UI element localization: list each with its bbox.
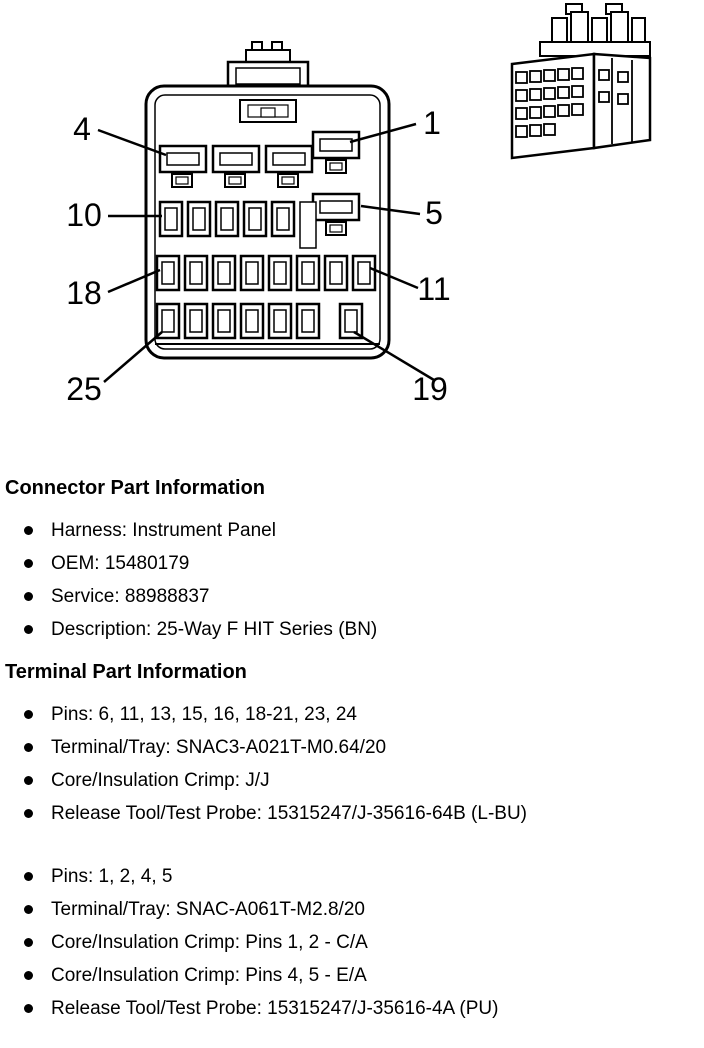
isometric-side-detail [598, 58, 633, 144]
list-item: Pins: 6, 11, 13, 15, 16, 18-21, 23, 24 [0, 698, 704, 731]
pin-cavity [214, 200, 240, 238]
bullet-icon [24, 905, 33, 914]
list-item-text: Core/Insulation Crimp: J/J [51, 769, 270, 791]
pin-cavity [338, 302, 364, 340]
pin-label-4: 4 [73, 111, 91, 147]
terminal-info-list-2: Pins: 1, 2, 4, 5 Terminal/Tray: SNAC-A06… [0, 860, 704, 1025]
bullet-icon [24, 938, 33, 947]
list-item: Release Tool/Test Probe: 15315247/J-3561… [0, 992, 704, 1025]
connector-lock-slot [239, 99, 297, 123]
leader-lines [97, 122, 435, 383]
pin-cavity [239, 254, 265, 292]
list-item-text: Terminal/Tray: SNAC-A061T-M2.8/20 [51, 898, 365, 920]
pin-cavity [183, 302, 209, 340]
list-item-text: Pins: 1, 2, 4, 5 [51, 865, 173, 887]
list-item: Core/Insulation Crimp: J/J [0, 764, 704, 797]
bullet-icon [24, 971, 33, 980]
pin-cavity [242, 200, 268, 238]
isometric-terminal-grid [515, 67, 584, 138]
leader-line-19 [353, 330, 435, 382]
pin-label-1: 1 [423, 105, 441, 141]
leader-line-5 [360, 204, 421, 216]
leader-line-1 [349, 122, 417, 144]
pin-cavity [295, 254, 321, 292]
pin-cavity [295, 302, 321, 340]
section-heading-connector-part-info: Connector Part Information [5, 477, 266, 499]
bullet-icon [24, 776, 33, 785]
small-cavity-row-2 [158, 200, 317, 249]
leader-line-11 [369, 266, 419, 290]
bullet-icon [24, 743, 33, 752]
pin-label-5: 5 [425, 195, 443, 231]
leader-line-25 [103, 331, 163, 383]
pin-label-25: 25 [66, 371, 102, 407]
bullet-icon [24, 710, 33, 719]
section-heading-terminal-part-info: Terminal Part Information [5, 661, 247, 683]
list-item: Harness: Instrument Panel [0, 514, 704, 547]
pin-cavity [211, 302, 237, 340]
list-item-text: OEM: 15480179 [51, 552, 190, 574]
list-item-text: Release Tool/Test Probe: 15315247/J-3561… [51, 802, 527, 824]
list-item: Terminal/Tray: SNAC3-A021T-M0.64/20 [0, 731, 704, 764]
bullet-icon [24, 559, 33, 568]
list-item: Pins: 1, 2, 4, 5 [0, 860, 704, 893]
pin-cavity [158, 144, 208, 174]
pin-cavity [267, 254, 293, 292]
pin-cavity [183, 254, 209, 292]
bullet-icon [24, 809, 33, 818]
connector-isometric-view [510, 3, 652, 160]
list-item-text: Description: 25-Way F HIT Series (BN) [51, 618, 378, 640]
list-item: Service: 88988837 [0, 580, 704, 613]
pin-cavity [264, 144, 314, 174]
list-item: Core/Insulation Crimp: Pins 4, 5 - E/A [0, 959, 704, 992]
pin-cavity [211, 254, 237, 292]
bullet-icon [24, 872, 33, 881]
list-item: Terminal/Tray: SNAC-A061T-M2.8/20 [0, 893, 704, 926]
pin-cavity [158, 200, 184, 238]
list-item-text: Service: 88988837 [51, 585, 210, 607]
leader-line-4 [97, 128, 167, 157]
pin-cavity [155, 254, 181, 292]
part-information: Connector Part Information Harness: Inst… [0, 476, 704, 1025]
connector-info-list: Harness: Instrument Panel OEM: 15480179 … [0, 514, 704, 646]
list-item-text: Release Tool/Test Probe: 15315247/J-3561… [51, 997, 499, 1019]
list-item-text: Core/Insulation Crimp: Pins 4, 5 - E/A [51, 964, 367, 986]
pin-cavity [351, 254, 377, 292]
bullet-icon [24, 592, 33, 601]
list-item-text: Core/Insulation Crimp: Pins 1, 2 - C/A [51, 931, 368, 953]
pin-label-11: 11 [417, 271, 450, 307]
connector-diagram-svg: 4 1 10 5 18 11 25 19 [66, 3, 652, 407]
pin-cavity [323, 254, 349, 292]
connector-body-inner-outline [154, 94, 381, 350]
pin-label-19: 19 [412, 371, 448, 407]
cavity-tab [277, 173, 299, 188]
pin-cavity [186, 200, 212, 238]
pin-cavity [239, 302, 265, 340]
pin-labels: 4 1 10 5 18 11 25 19 [66, 105, 450, 407]
cavity-tab [224, 173, 246, 188]
pin-cavity [211, 144, 261, 174]
bullet-icon [24, 625, 33, 634]
bullet-icon [24, 526, 33, 535]
blank-slot [299, 201, 317, 249]
large-cavity-row [158, 144, 314, 188]
connector-face-view: 4 1 10 5 18 11 25 19 [66, 41, 451, 407]
bullet-icon [24, 1004, 33, 1013]
list-item-text: Harness: Instrument Panel [51, 519, 276, 541]
list-item: Description: 25-Way F HIT Series (BN) [0, 613, 704, 646]
leader-line-18 [107, 268, 161, 294]
list-item-text: Terminal/Tray: SNAC3-A021T-M0.64/20 [51, 736, 387, 758]
pin-cavity [270, 200, 296, 238]
pin-label-10: 10 [66, 197, 102, 233]
list-item-text: Pins: 6, 11, 13, 15, 16, 18-21, 23, 24 [51, 703, 357, 725]
list-item: Core/Insulation Crimp: Pins 1, 2 - C/A [0, 926, 704, 959]
terminal-info-list-1: Pins: 6, 11, 13, 15, 16, 18-21, 23, 24 T… [0, 698, 704, 830]
pin-label-18: 18 [66, 275, 102, 311]
list-item: OEM: 15480179 [0, 547, 704, 580]
connector-latch [226, 41, 310, 92]
list-item: Release Tool/Test Probe: 15315247/J-3561… [0, 797, 704, 830]
cavity-tab [171, 173, 193, 188]
connector-diagram: 4 1 10 5 18 11 25 19 [0, 0, 704, 470]
pin-cavity [267, 302, 293, 340]
